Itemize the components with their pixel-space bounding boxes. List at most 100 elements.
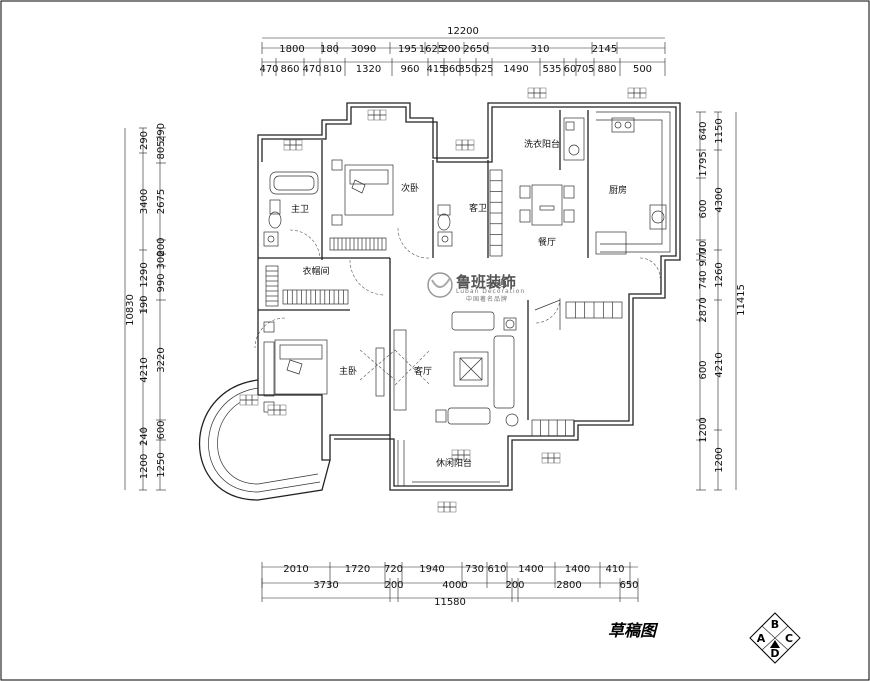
dim-label: 1400 — [565, 564, 590, 575]
dim-label: 810 — [323, 64, 342, 75]
room-label-second-bedroom: 次卧 — [401, 182, 419, 194]
dim-label: 860 — [442, 64, 461, 75]
dim-label: 410 — [605, 564, 624, 575]
dim-label: 350 — [458, 64, 477, 75]
dim-label: 200 — [441, 44, 460, 55]
dim-label: 240 — [139, 427, 150, 446]
dim-label: 740 — [698, 270, 709, 289]
dim-label: 625 — [474, 64, 493, 75]
dim-label: 70 — [698, 241, 709, 254]
dim-label: 415 — [426, 64, 445, 75]
compass-label-a: A — [757, 632, 766, 645]
dim-label: 190 — [139, 295, 150, 314]
left-total-dim: 10830 — [125, 294, 136, 326]
dim-label: 290 — [156, 123, 167, 142]
dim-label: 960 — [400, 64, 419, 75]
dim-label: 1795 — [698, 151, 709, 176]
room-label-master-bedroom: 主卧 — [339, 365, 357, 377]
room-label-walk-in-closet: 衣帽间 — [302, 265, 329, 277]
sofa-single-top — [451, 311, 495, 331]
room-label-guest-bath: 客卫 — [469, 202, 487, 214]
dim-label: 1150 — [714, 118, 725, 143]
logo-name: 鲁班装饰 — [456, 273, 516, 291]
compass-label-c: C — [785, 632, 793, 645]
compass-label-d: D — [770, 647, 779, 660]
dim-label: 2870 — [698, 297, 709, 322]
dim-label: 1250 — [156, 452, 167, 477]
dim-label: 4300 — [714, 187, 725, 212]
dim-label: 535 — [542, 64, 561, 75]
dim-label: 990 — [156, 273, 167, 292]
dim-label: 2145 — [592, 44, 617, 55]
signature: 草稿图 — [608, 621, 659, 640]
bottom-total-dim: 11580 — [434, 597, 466, 608]
top-total-dim: 12200 — [447, 26, 479, 37]
room-label-dining: 餐厅 — [538, 236, 556, 248]
dim-label: 180 — [320, 44, 339, 55]
furniture — [263, 111, 671, 437]
room-label-master-bath: 主卫 — [291, 203, 309, 215]
dim-label: 2800 — [556, 580, 581, 591]
dim-label: 650 — [619, 580, 638, 591]
window-tags — [239, 87, 647, 513]
logo-subtitle: Luban Decoration — [456, 288, 525, 295]
room-label-living-room: 客厅 — [414, 365, 432, 377]
dim-label: 290 — [139, 131, 150, 150]
dim-label: 1800 — [279, 44, 304, 55]
dim-label: 970 — [698, 247, 709, 266]
dim-label: 1940 — [419, 564, 444, 575]
bathtub — [269, 171, 319, 195]
dim-label: 4210 — [714, 352, 725, 377]
walls — [257, 102, 681, 491]
dim-label: 730 — [465, 564, 484, 575]
dim-label: 470 — [259, 64, 278, 75]
dim-label: 300 — [156, 250, 167, 269]
dim-label: 805 — [156, 140, 167, 159]
dining-table — [531, 184, 563, 226]
dim-label: 470 — [302, 64, 321, 75]
ceiling-light-marks — [359, 349, 431, 386]
logo-tagline: 中国著名品牌 — [466, 295, 508, 303]
dim-label: 1320 — [356, 64, 381, 75]
dim-label: 705 — [575, 64, 594, 75]
dim-label: 1400 — [518, 564, 543, 575]
room-label-kitchen: 厨房 — [609, 184, 627, 196]
dim-label: 1625 — [419, 44, 444, 55]
bed-second-bedroom — [344, 164, 394, 216]
bay-window — [199, 379, 331, 501]
dim-label: 200 — [384, 580, 403, 591]
dim-label: 1290 — [139, 262, 150, 287]
dim-label: 1200 — [139, 454, 150, 479]
logo-mark-icon — [427, 272, 453, 298]
dim-label: 1720 — [345, 564, 370, 575]
room-label-leisure-balcony: 休闲阳台 — [436, 457, 472, 469]
company-logo: 鲁班装饰 Luban Decoration 中国著名品牌 — [427, 272, 525, 303]
room-label-laundry-balcony: 洗衣阳台 — [524, 138, 560, 150]
dim-label: 3220 — [156, 347, 167, 372]
dim-label: 600 — [698, 199, 709, 218]
dim-label: 3730 — [313, 580, 338, 591]
dim-label: 310 — [530, 44, 549, 55]
right-total-dim: 11415 — [736, 284, 747, 316]
dim-label: 600 — [698, 360, 709, 379]
dim-label: 2675 — [156, 189, 167, 214]
dim-label: 1490 — [503, 64, 528, 75]
dim-label: 500 — [633, 64, 652, 75]
compass-rose-icon: B A C D — [749, 612, 801, 664]
dim-label: 2650 — [463, 44, 488, 55]
dim-label: 3090 — [351, 44, 376, 55]
dim-label: 200 — [505, 580, 524, 591]
dim-label: 640 — [698, 121, 709, 140]
dim-label: 860 — [280, 64, 299, 75]
dim-label: 195 — [398, 44, 417, 55]
